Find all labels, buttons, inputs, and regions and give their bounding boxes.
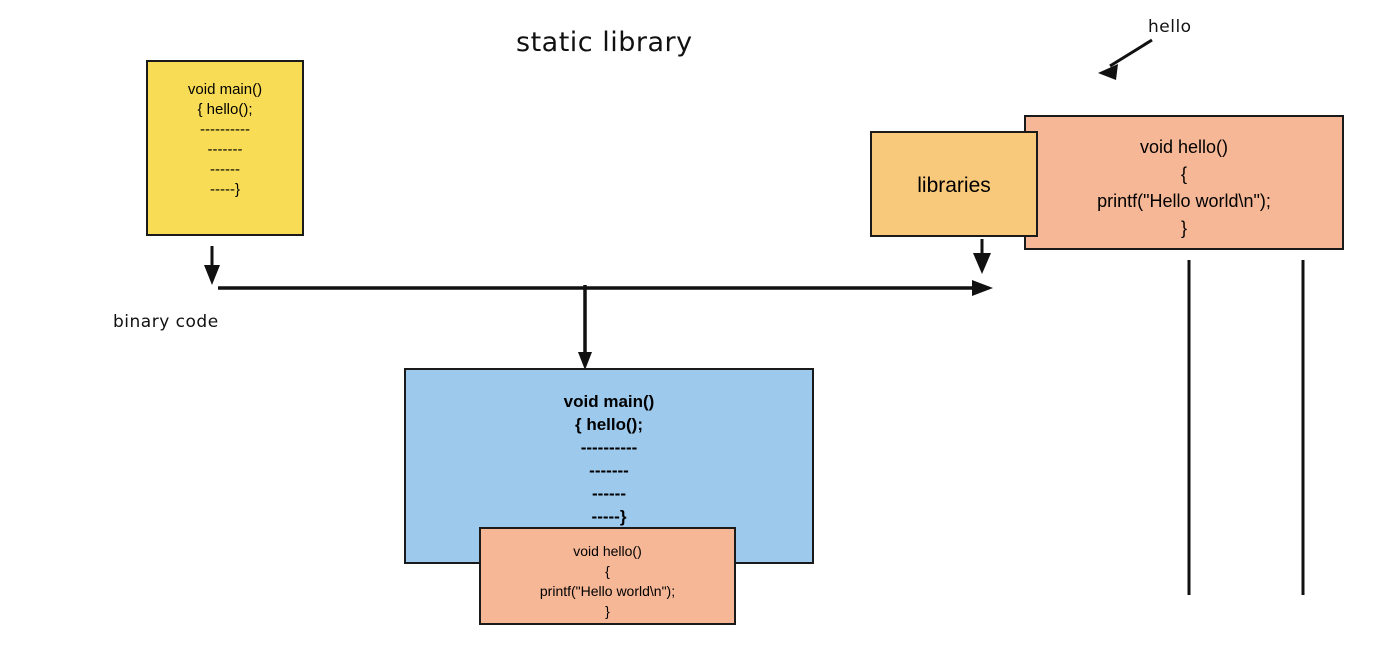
source-main-box: void main() { hello(); ---------- ------… (146, 60, 304, 236)
arrow-bus-to-link (972, 280, 993, 296)
arrow-bus-to-binary (578, 285, 592, 370)
library-hello-box: void hello() { printf("Hello world\n"); … (1024, 115, 1344, 250)
arrow-hello-pointer (1098, 38, 1153, 80)
arrow-libraries-to-link (973, 239, 991, 274)
hello-annotation-label: hello (1148, 17, 1192, 37)
binary-code-label: binary code (113, 312, 219, 332)
libraries-box: libraries (870, 131, 1038, 237)
binary-hello-box: void hello() { printf("Hello world\n"); … (479, 527, 736, 625)
arrow-source-to-busline (204, 246, 220, 285)
page-title: static library (516, 27, 693, 58)
